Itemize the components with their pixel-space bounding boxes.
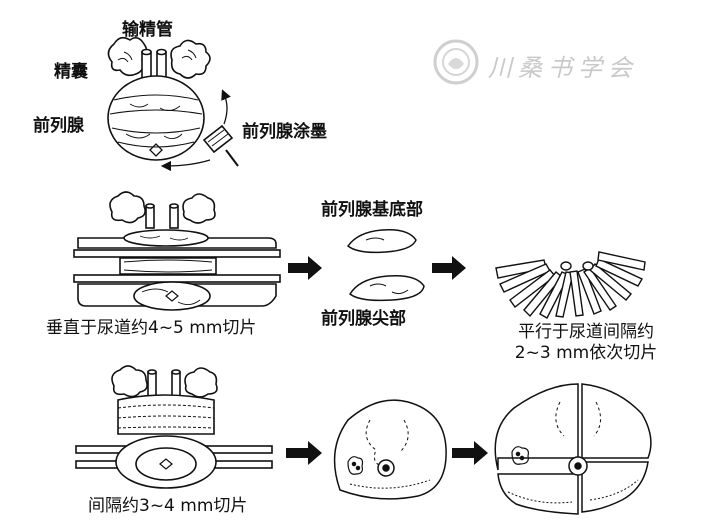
flow-arrow-4 — [452, 441, 488, 465]
label-prostate-base: 前列腺基底部 — [321, 200, 423, 220]
label-vas-deferens: 输精管 — [122, 20, 173, 40]
seminal-vesicle-left — [107, 36, 148, 77]
label-parallel-cut-line2: 2~3 mm依次切片 — [514, 343, 658, 364]
parallel-slices-fan — [495, 251, 646, 319]
label-prostate-apex: 前列腺尖部 — [321, 309, 406, 329]
base-slice — [346, 228, 417, 254]
flow-arrow-1 — [288, 256, 322, 280]
ink-brush-icon — [202, 124, 239, 167]
rotation-arrow-up — [221, 89, 231, 125]
watermark: 川桑书学会 — [432, 38, 652, 88]
label-parallel-cut-line1: 平行于尿道间隔约 — [518, 322, 654, 342]
watermark-text: 川桑书学会 — [488, 54, 638, 82]
flow-arrow-2 — [432, 256, 466, 280]
rotation-arrow-left — [160, 159, 211, 172]
seal-emblem-icon — [433, 39, 479, 85]
base-apex-slices — [346, 228, 425, 302]
label-seminal-vesicle: 精囊 — [54, 62, 88, 82]
perpendicular-slicing-illustration — [73, 191, 281, 311]
label-interval-cut: 间隔约3~4 mm切片 — [88, 496, 248, 516]
flow-arrow-3 — [286, 441, 322, 465]
label-perpendicular-cut: 垂直于尿道约4~5 mm切片 — [46, 318, 257, 338]
label-prostate-ink: 前列腺涂墨 — [242, 122, 327, 142]
label-parallel-cut: 平行于尿道间隔约 2~3 mm依次切片 — [486, 322, 686, 365]
tumor-focus — [347, 456, 364, 475]
label-prostate: 前列腺 — [33, 116, 84, 136]
cross-section-whole — [333, 399, 447, 500]
prostate-whole-illustration — [107, 36, 239, 172]
interval-slicing-illustration — [75, 365, 273, 489]
flow-arrows-row2 — [288, 256, 466, 280]
apex-slice — [349, 274, 425, 302]
seminal-vesicle-right — [170, 39, 211, 79]
flow-arrows-row3 — [286, 441, 488, 465]
cross-section-quartered — [494, 383, 652, 515]
